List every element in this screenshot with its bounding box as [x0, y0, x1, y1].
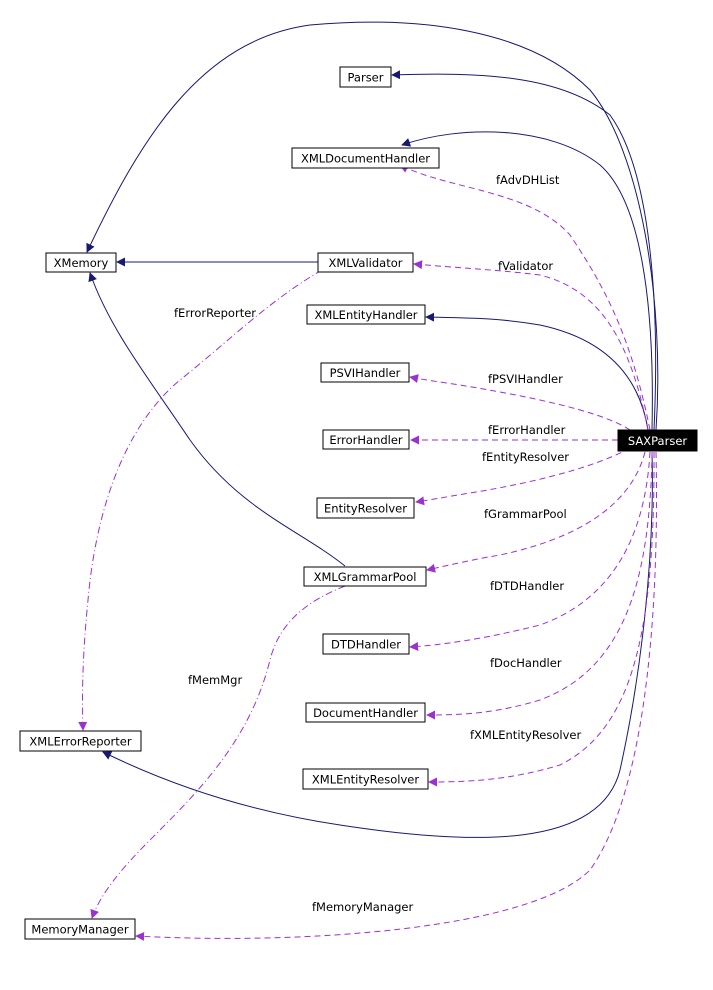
node-label-xmlentityresolver: XMLEntityResolver	[312, 773, 419, 787]
node-label-xmldocumenthandler: XMLDocumentHandler	[301, 152, 430, 166]
edge-label-fentityresolver: fEntityResolver	[482, 450, 569, 464]
node-label-xmemory: XMemory	[54, 256, 109, 270]
edge-label-fvalidator: fValidator	[498, 259, 553, 273]
edge-label-fgrammarpool: fGrammarPool	[484, 507, 567, 521]
node-parser[interactable]: Parser	[339, 66, 392, 88]
node-label-memorymanager: MemoryManager	[31, 923, 128, 937]
edge-label-fdtdhandler: fDTDHandler	[490, 579, 564, 593]
edge-fdochandler	[426, 451, 653, 720]
edge-fxmlentityresolver	[428, 451, 655, 787]
edge-ferrorreporter	[78, 269, 323, 731]
edge-label-ferrorreporter: fErrorReporter	[174, 306, 256, 320]
usage-edges	[78, 164, 657, 941]
node-xmlerrorreporter[interactable]: XMLErrorReporter	[19, 730, 142, 752]
node-saxparser[interactable]: SAXParser	[617, 429, 698, 452]
edge-label-fmemmgr: fMemMgr	[188, 673, 242, 687]
edge-fmemorymanager	[135, 451, 657, 941]
edge-fadvdhlist	[399, 164, 651, 431]
node-xmlentityhandler[interactable]: XMLEntityHandler	[306, 304, 426, 325]
edge-labels: fAdvDHList fValidator fErrorReporter fPS…	[174, 173, 581, 914]
edge-label-ferrorhandler: fErrorHandler	[488, 423, 566, 437]
edge-label-fpsvihandler: fPSVIHandler	[488, 372, 563, 386]
node-xmldocumenthandler[interactable]: XMLDocumentHandler	[291, 147, 440, 169]
node-xmlentityresolver[interactable]: XMLEntityResolver	[302, 768, 429, 790]
edge-fvalidator	[413, 260, 649, 431]
edge-fmemmgr	[90, 585, 346, 919]
node-documenthandler[interactable]: DocumentHandler	[305, 702, 426, 723]
edge-saxparser-xmemory	[86, 21, 659, 431]
node-label-documenthandler: DocumentHandler	[313, 706, 418, 720]
node-label-parser: Parser	[348, 71, 384, 85]
edge-fentityresolver	[415, 447, 631, 506]
node-label-entityresolver: EntityResolver	[324, 502, 407, 516]
edge-saxparser-parser	[391, 70, 657, 431]
node-dtdhandler[interactable]: DTDHandler	[322, 633, 410, 655]
edge-saxparser-xmldocumenthandler	[401, 131, 653, 431]
node-xmemory[interactable]: XMemory	[45, 252, 117, 273]
node-label-saxparser: SAXParser	[628, 434, 688, 448]
edge-label-fdochandler: fDocHandler	[490, 656, 562, 670]
node-label-xmlgrammarpool: XMLGrammarPool	[314, 570, 417, 584]
node-xmlgrammarpool[interactable]: XMLGrammarPool	[303, 566, 427, 587]
edge-xmlgrammarpool-xmemory	[88, 272, 346, 567]
node-label-xmlvalidator: XMLValidator	[329, 256, 403, 270]
node-label-psvihandler: PSVIHandler	[330, 366, 401, 380]
edge-fdtdhandler	[409, 451, 651, 651]
class-nodes: Parser XMLDocumentHandler XMemory XMLVal…	[19, 66, 698, 940]
node-xmlvalidator[interactable]: XMLValidator	[317, 252, 414, 273]
node-label-dtdhandler: DTDHandler	[331, 638, 401, 652]
node-label-xmlerrorreporter: XMLErrorReporter	[29, 735, 131, 749]
node-label-xmlentityhandler: XMLEntityHandler	[314, 308, 417, 322]
edge-label-fxmlentityresolver: fXMLEntityResolver	[470, 728, 581, 742]
edge-label-fmemorymanager: fMemoryManager	[312, 900, 413, 914]
node-psvihandler[interactable]: PSVIHandler	[320, 362, 410, 383]
edge-label-fadvdhlist: fAdvDHList	[496, 173, 560, 187]
node-entityresolver[interactable]: EntityResolver	[316, 497, 415, 519]
edge-fpsvihandler	[409, 374, 631, 431]
edge-fgrammarpool	[426, 451, 646, 573]
node-memorymanager[interactable]: MemoryManager	[24, 918, 136, 940]
node-label-errorhandler: ErrorHandler	[329, 433, 403, 447]
edge-saxparser-xmlentityhandler	[425, 312, 649, 431]
node-errorhandler[interactable]: ErrorHandler	[322, 429, 410, 450]
